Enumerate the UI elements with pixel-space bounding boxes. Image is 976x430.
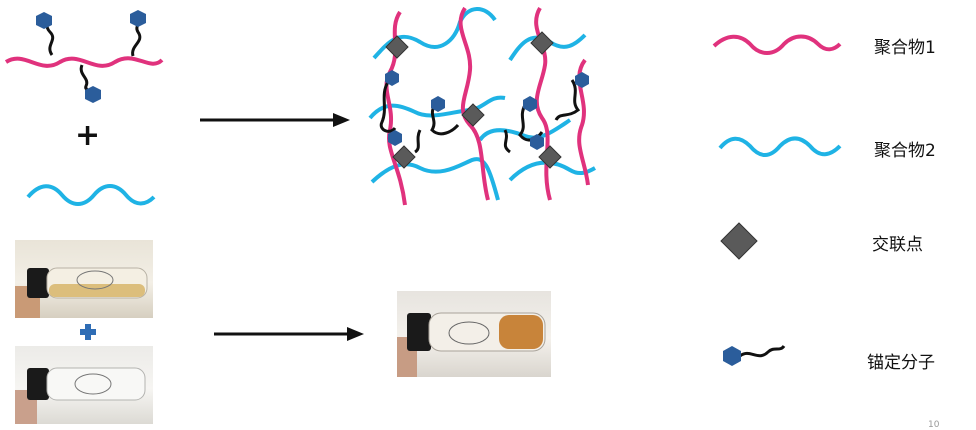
vial-photo-gel (397, 291, 551, 377)
legend-crosslink-icon (720, 222, 758, 260)
polymer1-chain (4, 56, 164, 68)
crosslink-node (461, 103, 485, 127)
legend-label-polymer1: 聚合物1 (874, 38, 936, 58)
polymer2-chain-standalone (26, 184, 156, 206)
reaction-arrow-bottom (214, 327, 364, 341)
blue-plus-icon (80, 324, 96, 340)
crosslinked-network (368, 6, 596, 206)
polymer1-with-anchors (4, 10, 164, 103)
crosslink-node (385, 35, 409, 59)
crosslink-node (538, 145, 562, 169)
reaction-arrow-top (200, 113, 350, 127)
anchor-head-bottom (85, 86, 101, 103)
vial-photo-polymer1 (15, 240, 153, 318)
legend-anchor-icon (723, 345, 786, 366)
page-number: 10 (928, 420, 940, 430)
anchor-head-left (36, 12, 52, 29)
anchor-head-right (130, 10, 146, 27)
legend-label-crosslink: 交联点 (872, 235, 923, 255)
legend-polymer2-swatch (718, 136, 842, 157)
legend-polymer1-swatch (712, 34, 842, 55)
plus-sign: + (75, 118, 101, 153)
crosslink-node (392, 145, 416, 169)
legend-label-anchor: 锚定分子 (867, 353, 935, 373)
legend-label-polymer2: 聚合物2 (874, 141, 936, 161)
vial-photo-polymer2 (15, 346, 153, 424)
crosslink-node (530, 31, 554, 55)
